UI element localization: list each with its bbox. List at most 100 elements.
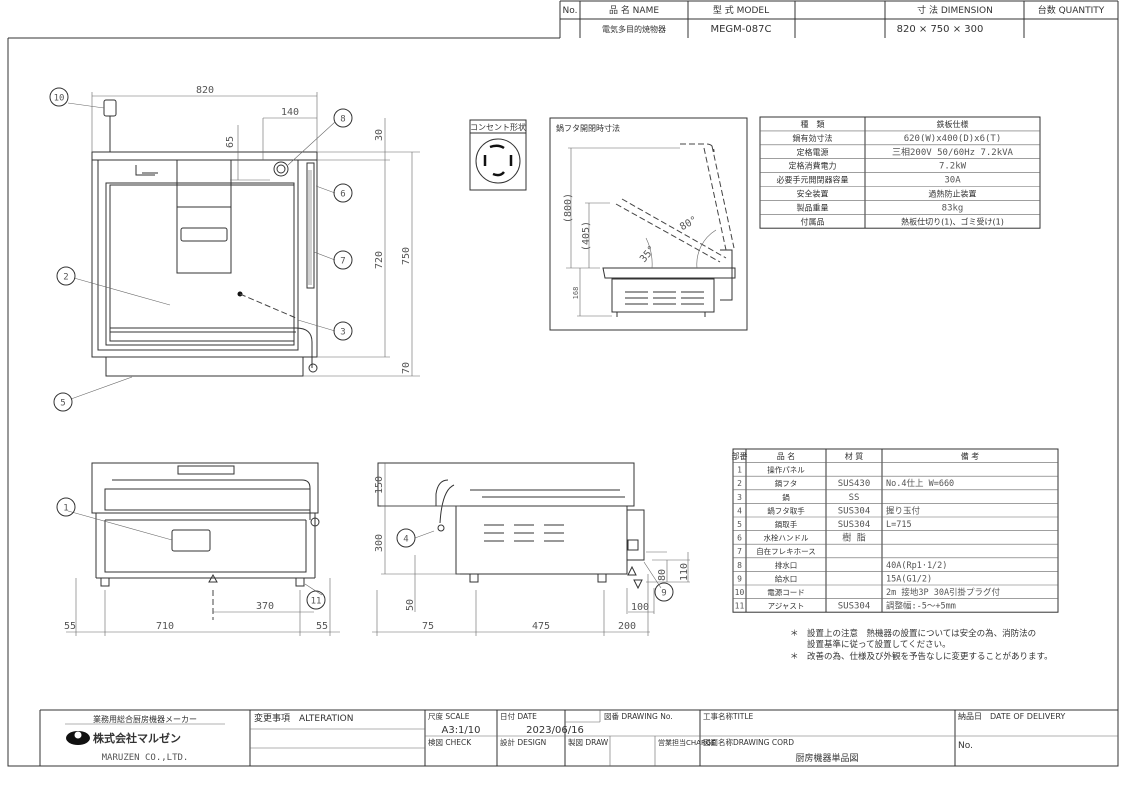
outlet-shape: コンセント形状 (469, 119, 527, 191)
part-number: 9 (737, 574, 742, 583)
part-material: SUS304 (838, 520, 871, 530)
draw-label: 製図 DRAW (568, 737, 609, 747)
scale-label: 尺度 SCALE (428, 711, 470, 721)
part-name: 鍋フタ取手 (767, 505, 805, 515)
dimension-label: 820 (196, 85, 214, 96)
part-material: SS (849, 493, 860, 503)
part-name: 電源コード (767, 588, 805, 597)
part-number: 5 (737, 520, 742, 529)
drawing-no-label: 図番 DRAWING No. (604, 711, 673, 721)
part-name: 水栓ハンドル (764, 533, 809, 543)
spec-label: 付属品 (801, 216, 825, 226)
spec-label: 鍋有効寸法 (793, 133, 833, 143)
balloon-circle (333, 108, 353, 128)
dimension-label: 110 (679, 563, 690, 581)
balloon-circle (306, 590, 326, 610)
balloon-circle (49, 87, 69, 107)
dimension-label: 65 (225, 136, 236, 148)
note-line: ＊ 設置上の注意 熱機器の設置については安全の為、消防法の (790, 628, 1036, 639)
spec-label: 定格電源 (797, 147, 829, 157)
part-remarks: 15A(G1/2) (886, 574, 932, 584)
part-name: アジャスト (768, 602, 805, 611)
balloon-circle (53, 392, 73, 412)
spec-label: 定格消費電力 (789, 161, 837, 171)
balloon-number: 10 (54, 94, 65, 104)
spec-value: 過熱防止装置 (929, 189, 977, 199)
balloon-number: 5 (60, 399, 65, 409)
title-block: 業務用総合厨房機器メーカー 株式会社マルゼン MARUZEN CO.,LTD. … (39, 709, 1118, 766)
parts-header: 備 考 (961, 451, 980, 461)
delivery-label: 納品日 DATE OF DELIVERY (958, 711, 1065, 721)
part-name: 操作パネル (767, 465, 805, 475)
dimension-label: 70 (401, 362, 412, 374)
dimension-label: 710 (156, 621, 174, 632)
header-name-label: 品 名 NAME (609, 4, 659, 16)
plan-view (67, 92, 420, 400)
balloon-circle (333, 250, 353, 270)
balloon-number: 9 (661, 589, 666, 599)
date-value: 2023/06/16 (526, 725, 584, 736)
header-model-label: 型 式 MODEL (713, 4, 769, 16)
part-name: 鍋フタ (775, 478, 798, 488)
balloon-number: 3 (340, 328, 345, 338)
part-number: 10 (735, 588, 745, 597)
part-number: 2 (737, 479, 742, 488)
dimension-label: 30 (374, 129, 385, 141)
part-material: SUS304 (838, 602, 871, 612)
header-dimension-label: 寸 法 DIMENSION (917, 4, 993, 16)
dimension-label: 35° (638, 244, 658, 265)
balloon-circle (333, 321, 353, 341)
dimension-label: 150 (374, 476, 385, 494)
header-model-value: MEGM-087C (710, 24, 771, 35)
check-label: 検図 CHECK (428, 737, 472, 747)
dimension-label: 100 (631, 602, 649, 613)
balloon-circle (56, 497, 76, 517)
note-line: 設置基準に従って設置してください。 (790, 639, 951, 650)
part-name: 自在フレキホース (756, 546, 816, 556)
header-no-label: No. (563, 6, 578, 16)
balloon-number: 7 (340, 257, 345, 267)
dimension-label: (800) (563, 193, 574, 223)
alteration-label: 変更事項 ALTERATION (254, 712, 353, 724)
part-remarks: 握り玉付 (886, 505, 921, 516)
part-number: 3 (737, 493, 742, 502)
dimension-label: 300 (374, 534, 385, 552)
dimension-label: 80 (657, 569, 668, 581)
balloon-circle (333, 183, 353, 203)
balloon-circle (56, 266, 76, 286)
maruzen-logo: 株式会社マルゼン (66, 731, 181, 745)
part-remarks: 40A(Rp1·1/2) (886, 561, 947, 571)
spec-value: 7.2kW (939, 162, 967, 172)
dimension-label: 168 (572, 287, 580, 300)
notes: ＊ 設置上の注意 熱機器の設置については安全の為、消防法の 設置基準に従って設置… (790, 628, 1053, 662)
dimension-label: 475 (532, 621, 550, 632)
part-number: 11 (735, 602, 745, 611)
dimension-label: 200 (618, 621, 636, 632)
part-name: 鍋 (782, 492, 790, 502)
spec-value: 30A (944, 176, 961, 186)
header-table: No. 品 名 NAME 型 式 MODEL 寸 法 DIMENSION 台数 … (560, 1, 1118, 38)
dimension-label: 370 (256, 601, 274, 612)
balloon-number: 4 (403, 535, 408, 545)
dimension-label: 80° (678, 215, 699, 234)
drawing-cord-value: 厨房機器単品図 (795, 752, 858, 764)
part-material: SUS430 (838, 479, 871, 489)
side-view (372, 462, 690, 636)
lid-view-title: 鍋フタ開閉時寸法 (556, 123, 620, 133)
parts-header: 品 名 (777, 451, 796, 461)
part-remarks: 2m 接地3P 30A引掛プラグ付 (886, 587, 1001, 598)
dimension-label: 750 (401, 247, 412, 265)
title-block-no-label: No. (958, 741, 973, 751)
drawing-cord-label: 図面名称DRAWING CORD (703, 737, 794, 747)
dimension-label: 720 (374, 251, 385, 269)
spec-value: 83kg (942, 203, 964, 213)
spec-value: 鉄板仕様 (937, 119, 969, 129)
balloon-number: 6 (340, 190, 345, 200)
note-line: ＊ 改善の為、仕様及び外観を予告なしに変更することがあります。 (790, 651, 1053, 662)
part-number: 1 (737, 466, 742, 475)
parts-header: 材 質 (845, 451, 864, 461)
part-number: 8 (737, 561, 742, 570)
part-remarks: 調整幅:-5〜+5mm (886, 601, 956, 612)
